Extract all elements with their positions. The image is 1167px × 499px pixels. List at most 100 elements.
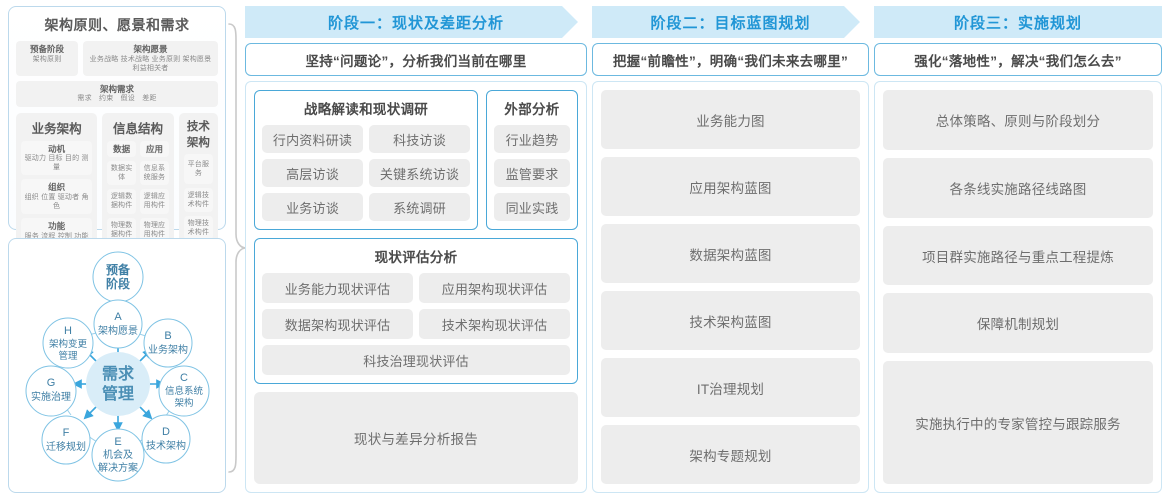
togaf-section-business: 业务架构 动机 驱动力 目标 目的 测量 组织 组织 位置 驱动者 角色 功能 … xyxy=(16,112,98,249)
togaf-group-head: 功能 xyxy=(48,221,66,232)
list-item[interactable]: 科技治理现状评估 xyxy=(262,345,570,375)
svg-text:A: A xyxy=(114,311,122,323)
list-item[interactable]: 业务访谈 xyxy=(262,193,363,221)
togaf-group-head: 动机 xyxy=(48,143,66,154)
list-item[interactable]: 技术架构现状评估 xyxy=(419,309,570,339)
togaf-group-sub: 物理应用构件 xyxy=(143,221,166,238)
phase-2-body: 业务能力图 应用架构蓝图 数据架构蓝图 技术架构蓝图 IT治理规划 架构专题规划 xyxy=(592,81,869,493)
svg-text:B: B xyxy=(164,330,171,342)
list-item[interactable]: 实施执行中的专家管控与跟踪服务 xyxy=(883,361,1153,484)
list-item[interactable]: 同业实践 xyxy=(494,193,570,221)
svg-text:F: F xyxy=(63,427,70,439)
list-item[interactable]: 应用架构蓝图 xyxy=(601,157,860,216)
svg-text:需求: 需求 xyxy=(102,364,135,383)
list-item[interactable]: 应用架构现状评估 xyxy=(419,273,570,303)
svg-text:业务架构: 业务架构 xyxy=(148,343,188,356)
list-item[interactable]: 技术架构蓝图 xyxy=(601,291,860,350)
togaf-section-information: 信息结构 数据 数据实体 逻辑数据构件 xyxy=(102,112,174,249)
list-item[interactable]: 项目群实施路径与重点工程提炼 xyxy=(883,225,1153,286)
svg-text:迁移规划: 迁移规划 xyxy=(46,440,86,453)
togaf-row-1: 预备阶段 架构原则 架构愿景 业务战略 技术战略 业务原则 架构愿景 利益相关者 xyxy=(16,41,218,76)
togaf-group: 动机 驱动力 目标 目的 测量 xyxy=(21,140,93,176)
togaf-group: 物理技术构件 xyxy=(183,215,213,241)
togaf-group: 逻辑技术构件 xyxy=(183,187,213,212)
phase-1-header-label: 阶段一：现状及差距分析 xyxy=(327,14,504,32)
phase-column-1: 阶段一：现状及差距分析 坚持“问题论”，分析我们当前在哪里 战略解读和现状调研 … xyxy=(245,6,588,493)
togaf-framework-panel: 架构原则、愿景和需求 预备阶段 架构原则 架构愿景 业务战略 技术战略 业务原则… xyxy=(8,6,226,301)
togaf-group: 数据 xyxy=(107,140,137,158)
phase-2-header-label: 阶段二：目标蓝图规划 xyxy=(650,14,811,32)
phase-3-item-list: 总体策略、原则与阶段划分 各条线实施路径线路图 项目群实施路径与重点工程提炼 保… xyxy=(883,90,1153,484)
list-item[interactable]: 关键系统访谈 xyxy=(369,159,470,187)
adm-cycle-diagram: 需求 管理 预备 阶段 A 架构愿景 B 业务架构 C 信息系统 架构 xyxy=(25,251,210,482)
togaf-group: 信息系统服务 xyxy=(140,161,169,186)
togaf-cell-vision: 架构愿景 业务战略 技术战略 业务原则 架构愿景 利益相关者 xyxy=(83,41,218,76)
list-item[interactable]: 保障机制规划 xyxy=(883,293,1153,354)
svg-text:管理: 管理 xyxy=(102,384,134,403)
phase-3-subtitle: 强化“落地性”，解决“我们怎么去” xyxy=(874,43,1162,76)
togaf-cell-preliminary: 预备阶段 架构原则 xyxy=(16,41,78,76)
card-title: 现状评估分析 xyxy=(374,250,458,265)
togaf-cell-sub: 架构原则 xyxy=(32,55,62,63)
list-item[interactable]: 各条线实施路径线路图 xyxy=(883,157,1153,218)
svg-text:E: E xyxy=(114,436,121,448)
svg-text:阶段: 阶段 xyxy=(106,276,131,291)
svg-text:技术架构: 技术架构 xyxy=(146,439,186,452)
list-item[interactable]: 总体策略、原则与阶段划分 xyxy=(883,90,1153,150)
phase-3-body: 总体策略、原则与阶段划分 各条线实施路径线路图 项目群实施路径与重点工程提炼 保… xyxy=(874,81,1162,493)
list-item[interactable]: 系统调研 xyxy=(369,193,470,221)
card-strategy-research: 战略解读和现状调研 行内资料研读 科技访谈 高层访谈 关键系统访谈 业务访谈 系… xyxy=(254,90,478,230)
svg-text:D: D xyxy=(162,426,170,438)
svg-text:C: C xyxy=(180,372,188,384)
svg-text:解决方案: 解决方案 xyxy=(98,461,138,474)
togaf-group-sub: 逻辑技术构件 xyxy=(187,191,210,208)
svg-text:机会及: 机会及 xyxy=(103,448,133,461)
togaf-group-sub: 组织 位置 驱动者 角色 xyxy=(24,193,89,211)
svg-text:架构愿景: 架构愿景 xyxy=(98,324,138,337)
phase-1-top-cards: 战略解读和现状调研 行内资料研读 科技访谈 高层访谈 关键系统访谈 业务访谈 系… xyxy=(254,90,578,230)
togaf-cell-sub: 业务战略 技术战略 业务原则 架构愿景 利益相关者 xyxy=(89,55,212,72)
list-item[interactable]: 数据架构现状评估 xyxy=(262,309,413,339)
list-item[interactable]: 科技访谈 xyxy=(369,125,470,153)
phase-2-subtitle: 把握“前瞻性”，明确“我们未来去哪里” xyxy=(592,43,869,76)
list-item[interactable]: 监管要求 xyxy=(494,159,570,187)
list-item[interactable]: 业务能力图 xyxy=(601,90,860,149)
eval-row: 数据架构现状评估 技术架构现状评估 xyxy=(262,309,570,339)
phase-3-header-label: 阶段三：实施规划 xyxy=(953,14,1082,32)
phase-1-header[interactable]: 阶段一：现状及差距分析 xyxy=(245,6,588,38)
togaf-group: 数据实体 xyxy=(107,161,137,186)
togaf-title: 架构原则、愿景和需求 xyxy=(44,17,190,33)
list-item[interactable]: 数据架构蓝图 xyxy=(601,224,860,283)
svg-text:实施治理: 实施治理 xyxy=(31,390,71,403)
togaf-group-sub: 物理数据构件 xyxy=(110,221,133,238)
togaf-group: 逻辑应用构件 xyxy=(140,189,169,214)
togaf-section-title: 业务架构 xyxy=(31,121,82,136)
report-box[interactable]: 现状与差异分析报告 xyxy=(254,392,578,484)
togaf-section-title: 信息结构 xyxy=(113,121,164,136)
phase-3-header[interactable]: 阶段三：实施规划 xyxy=(874,6,1162,38)
togaf-cell-head: 架构愿景 xyxy=(133,44,168,54)
list-item[interactable]: 高层访谈 xyxy=(262,159,363,187)
togaf-group-sub: 信息系统服务 xyxy=(143,165,166,182)
togaf-group-head: 组织 xyxy=(48,182,66,193)
phase-2-header[interactable]: 阶段二：目标蓝图规划 xyxy=(592,6,870,38)
togaf-cell-requirements: 架构需求 需求 约束 假设 差距 xyxy=(16,80,218,107)
phase-column-2: 阶段二：目标蓝图规划 把握“前瞻性”，明确“我们未来去哪里” 业务能力图 应用架… xyxy=(592,6,870,493)
left-column: 架构原则、愿景和需求 预备阶段 架构原则 架构愿景 业务战略 技术战略 业务原则… xyxy=(8,6,226,493)
svg-text:G: G xyxy=(47,377,56,389)
list-item[interactable]: 行业趋势 xyxy=(494,125,570,153)
list-item[interactable]: 架构专题规划 xyxy=(601,425,860,484)
chevron-right-icon xyxy=(562,6,588,38)
togaf-middle-sections: 业务架构 动机 驱动力 目标 目的 测量 组织 组织 位置 驱动者 角色 功能 … xyxy=(16,112,218,249)
list-item[interactable]: 业务能力现状评估 xyxy=(262,273,413,303)
togaf-group: 平台服务 xyxy=(183,153,213,184)
togaf-group: 物理数据构件 xyxy=(107,217,137,242)
list-item[interactable]: IT治理规划 xyxy=(601,358,860,417)
togaf-cell-sub: 需求 约束 假设 差距 xyxy=(77,95,157,103)
togaf-group-sub: 逻辑数据构件 xyxy=(110,193,133,210)
togaf-column-application: 应用 信息系统服务 逻辑应用构件 物理应用构件 xyxy=(140,140,169,242)
list-item[interactable]: 行内资料研读 xyxy=(262,125,363,153)
card-items: 行内资料研读 科技访谈 高层访谈 关键系统访谈 业务访谈 系统调研 xyxy=(262,125,470,221)
togaf-group: 物理应用构件 xyxy=(140,217,169,242)
